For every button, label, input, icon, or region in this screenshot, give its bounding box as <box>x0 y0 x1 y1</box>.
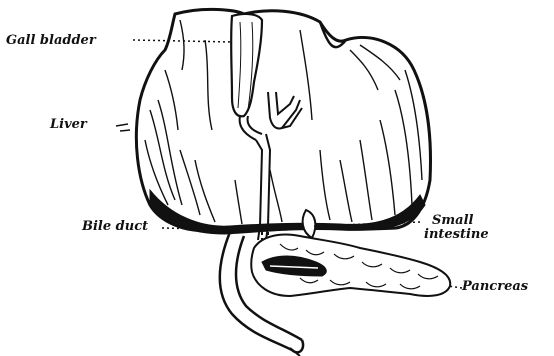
pancreas-drawing <box>251 235 450 297</box>
label-gall-bladder: Gall bladder <box>6 34 96 47</box>
label-small-intestine-line2: intestine <box>424 228 489 242</box>
label-small-intestine: Small intestine <box>424 214 489 241</box>
leader-liver <box>116 124 128 126</box>
label-bile-duct: Bile duct <box>82 220 148 233</box>
label-liver: Liver <box>50 118 87 131</box>
label-pancreas: Pancreas <box>462 280 528 293</box>
liver-drawing <box>136 9 430 234</box>
label-small-intestine-line1: Small <box>424 214 489 228</box>
